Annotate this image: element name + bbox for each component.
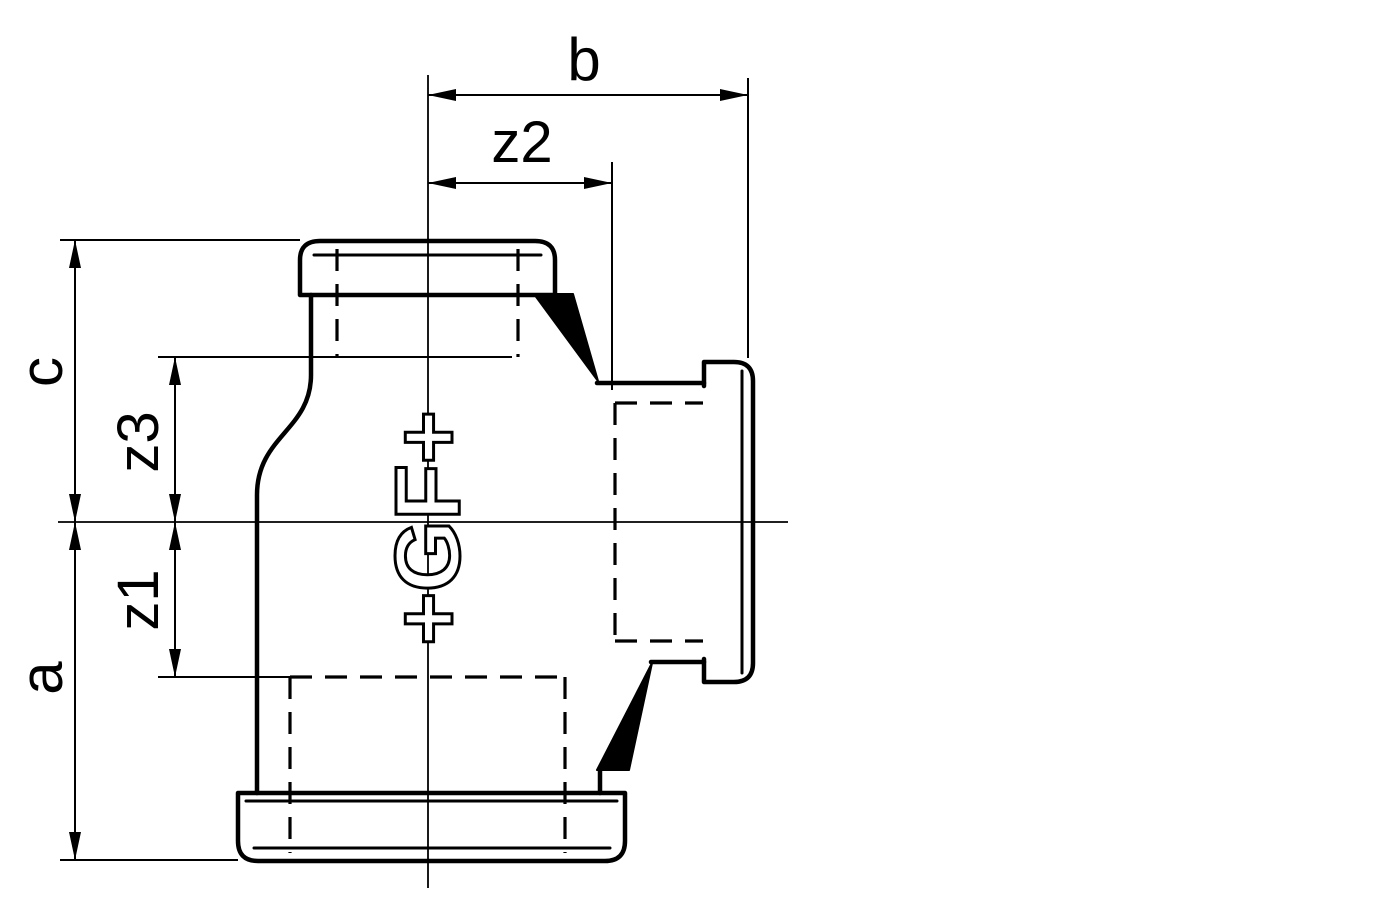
dim-z1-arrow-bottom (169, 649, 181, 677)
weld-wedge-bottom (596, 662, 653, 771)
dim-z3-arrow-bottom (169, 494, 181, 522)
dimension-c: c (8, 240, 81, 522)
gf-logo: +GF+ (377, 410, 479, 645)
dimension-z3: z3 (106, 357, 181, 522)
dim-b-arrow-left (428, 89, 456, 101)
body-left-profile (254, 292, 314, 796)
top-socket (254, 238, 558, 796)
dim-c-arrow-top (69, 240, 81, 268)
dimension-a: a (8, 522, 81, 860)
dim-b-arrow-right (720, 89, 748, 101)
transition-wedges (533, 293, 653, 771)
dim-label-z3: z3 (106, 411, 171, 472)
dimension-b: b (428, 26, 749, 358)
bottom-socket-bead-outline (235, 790, 628, 864)
dim-z2-arrow-right (584, 177, 612, 189)
dim-label-c: c (8, 357, 75, 387)
dim-z3-arrow-top (169, 357, 181, 385)
dim-a-arrow-bottom (69, 832, 81, 860)
dim-z1-arrow-top (169, 522, 181, 550)
top-socket-bead-outline (297, 238, 558, 298)
dim-label-b: b (567, 26, 600, 93)
branch-bead-outline (701, 359, 756, 685)
thread-hidden-lines (288, 249, 703, 853)
dim-a-arrow-top (69, 522, 81, 550)
bottom-socket (235, 768, 628, 864)
branch-socket (594, 359, 756, 685)
dimension-z1: z1 (106, 522, 181, 677)
left-extension-lines (60, 239, 512, 861)
weld-wedge-top (533, 293, 599, 382)
dim-z2-arrow-left (428, 177, 456, 189)
dim-c-arrow-bottom (69, 494, 81, 522)
dim-label-z1: z1 (106, 569, 171, 630)
dim-label-a: a (8, 661, 75, 695)
dimension-z2: z2 (428, 110, 613, 390)
dim-label-z2: z2 (491, 110, 552, 175)
centerlines (58, 75, 788, 888)
